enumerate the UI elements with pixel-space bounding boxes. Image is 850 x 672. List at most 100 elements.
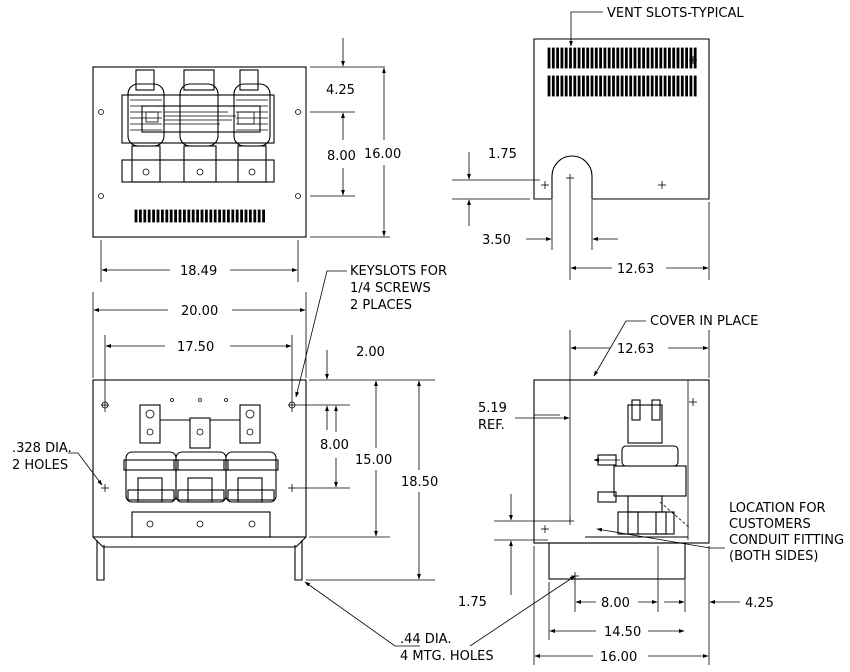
- vent-slot: [637, 75, 641, 97]
- vent-slot: [560, 47, 564, 69]
- vent-slot: [612, 47, 615, 69]
- dim-12-63-bottom: 12.63: [617, 342, 654, 357]
- vent-slot: [586, 75, 590, 97]
- vent-slot: [165, 209, 169, 223]
- vent-slot: [629, 75, 633, 97]
- vent-slot: [663, 75, 667, 97]
- vent-slot: [560, 75, 564, 97]
- dim-16-00-bottom: 16.00: [600, 650, 637, 665]
- vent-slot: [178, 209, 182, 223]
- vent-slot: [693, 47, 697, 69]
- side-view-vent-slots: [547, 47, 697, 97]
- dim-2-00: 2.00: [356, 345, 385, 360]
- dim-3-50: 3.50: [482, 233, 511, 248]
- note-keyslots-2: 1/4 SCREWS: [350, 281, 431, 296]
- vent-slot: [573, 75, 577, 97]
- note-mtg-holes-1: .44 DIA.: [400, 632, 451, 647]
- vent-slot: [191, 209, 195, 223]
- vent-slot: [160, 209, 164, 223]
- note-conduit-4: (BOTH SIDES): [729, 549, 818, 564]
- cover-base: [548, 542, 686, 580]
- vent-slot: [244, 209, 248, 223]
- vent-slot: [240, 209, 244, 223]
- vent-slot: [594, 75, 598, 97]
- vent-slot: [218, 209, 222, 223]
- vent-slot: [582, 75, 585, 97]
- vent-slot: [143, 209, 147, 223]
- vent-slot: [556, 47, 559, 69]
- note-cover-in-place: COVER IN PLACE: [650, 314, 758, 329]
- vent-slot: [577, 75, 581, 97]
- note-holes-328-1: .328 DIA.: [12, 441, 72, 456]
- vent-slot: [182, 209, 186, 223]
- vent-slot: [556, 75, 559, 97]
- vent-slot: [655, 47, 658, 69]
- note-conduit-1: LOCATION FOR: [729, 501, 826, 516]
- vent-slot: [547, 47, 551, 69]
- vent-slot: [672, 47, 676, 69]
- vent-slot: [138, 209, 142, 223]
- cover-screws: [541, 398, 697, 580]
- vent-slot: [620, 75, 624, 97]
- front-view-terminals: [139, 404, 261, 449]
- vent-slot: [633, 47, 637, 69]
- vent-slot: [577, 47, 581, 69]
- vent-slot: [209, 209, 213, 223]
- vent-slot: [642, 75, 645, 97]
- vent-slot: [187, 209, 191, 223]
- vent-slot: [147, 209, 151, 223]
- note-vent-slots: VENT SLOTS-TYPICAL: [607, 6, 744, 21]
- vent-slot: [590, 47, 594, 69]
- vent-slot: [196, 209, 200, 223]
- vent-slot: [235, 209, 239, 223]
- dim-4-25-top: 4.25: [326, 83, 355, 98]
- front-view-coils: [123, 451, 279, 538]
- vent-slot: [655, 75, 658, 97]
- vent-slot: [620, 47, 624, 69]
- vent-slot: [257, 209, 261, 223]
- note-ref-5-19-1: 5.19: [478, 401, 507, 416]
- vent-slot: [564, 47, 568, 69]
- front-view: 20.00 17.50 KEYSLOTS FOR 1/4 SCREWS 2 PL…: [12, 264, 576, 664]
- vent-slot: [569, 75, 572, 97]
- vent-slot: [169, 209, 173, 223]
- dim-18-50: 18.50: [401, 475, 438, 490]
- vent-slot: [603, 47, 607, 69]
- dim-4-25-bottom: 4.25: [745, 596, 774, 611]
- vent-slot: [174, 209, 178, 223]
- vent-slot: [222, 209, 226, 223]
- vent-slot: [616, 47, 620, 69]
- vent-slot: [676, 47, 680, 69]
- cover-transformer: [585, 399, 691, 538]
- vent-slot: [646, 75, 650, 97]
- vent-slot: [551, 47, 555, 69]
- note-mtg-holes-2: 4 MTG. HOLES: [400, 649, 494, 664]
- dim-8-00-front: 8.00: [320, 438, 349, 453]
- top-view-vent-slots: [134, 209, 266, 223]
- vent-slot: [680, 75, 684, 97]
- vent-slot: [603, 75, 607, 97]
- dim-20-00: 20.00: [181, 304, 218, 319]
- vent-slot: [668, 75, 671, 97]
- side-view: VENT SLOTS-TYPICAL 1.75 3.50 12.63: [452, 6, 744, 280]
- vent-slot: [607, 75, 611, 97]
- vent-slot: [599, 47, 602, 69]
- vent-slot: [262, 209, 266, 223]
- note-holes-328-2: 2 HOLES: [12, 458, 68, 473]
- top-view: 4.25 8.00 16.00 18.49: [92, 38, 401, 282]
- vent-slot: [685, 75, 688, 97]
- dim-1-75-side: 1.75: [488, 147, 517, 162]
- dim-12-63-top: 12.63: [617, 262, 654, 277]
- vent-slot: [668, 47, 671, 69]
- vent-slot: [650, 75, 654, 97]
- vent-slot: [156, 209, 160, 223]
- vent-slot: [134, 209, 138, 223]
- vent-slot: [633, 75, 637, 97]
- vent-slot: [547, 75, 551, 97]
- vent-slot: [253, 209, 257, 223]
- dim-16-00-top: 16.00: [364, 147, 401, 162]
- vent-slot: [204, 209, 208, 223]
- vent-slot: [551, 75, 555, 97]
- vent-slot: [659, 75, 663, 97]
- vent-slot: [594, 47, 598, 69]
